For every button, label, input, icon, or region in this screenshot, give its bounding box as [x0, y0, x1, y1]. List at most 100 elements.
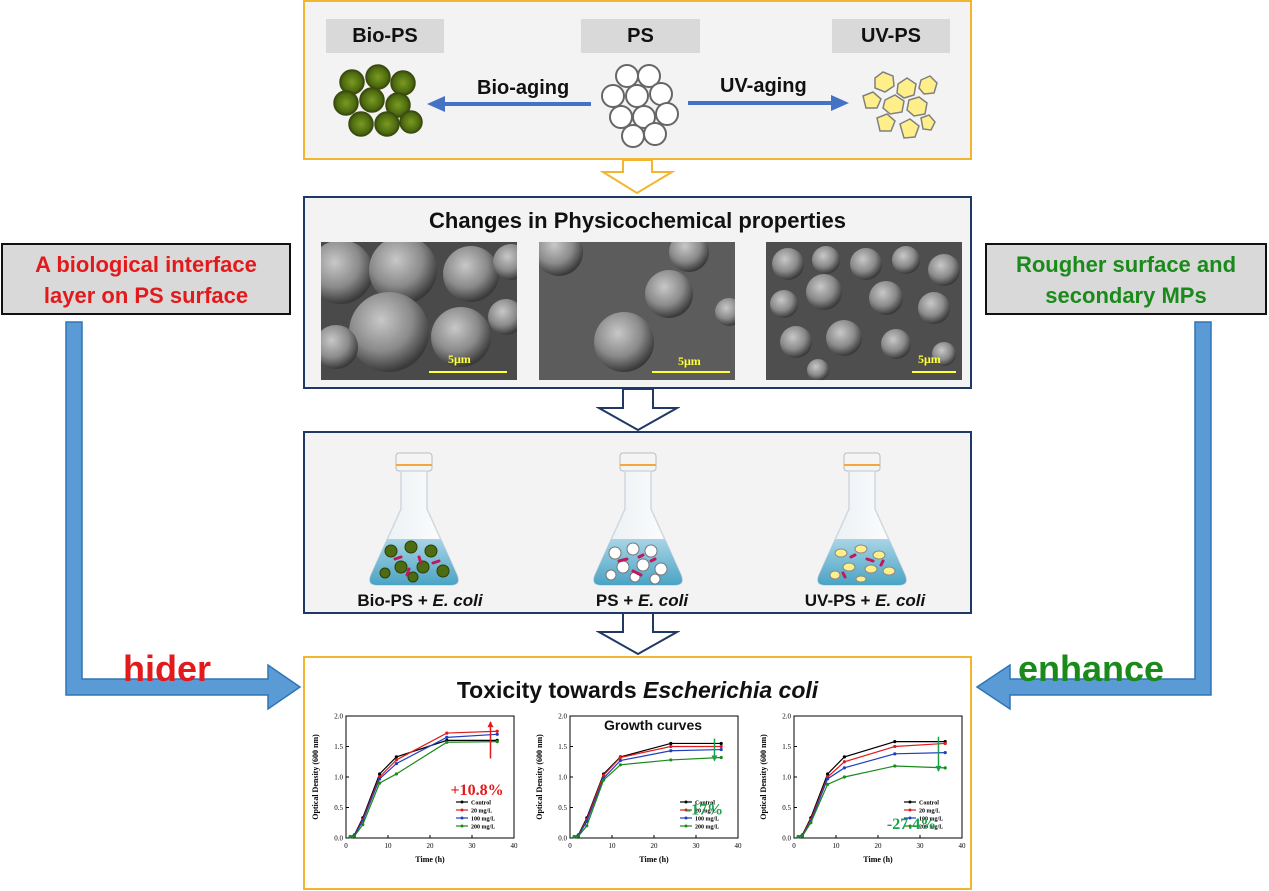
y-tick-label: 1.5	[782, 743, 791, 751]
y-tick-label: 2.0	[558, 713, 567, 721]
x-tick-label: 40	[959, 842, 967, 850]
x-tick-label: 10	[385, 842, 393, 850]
legend-entry: Control	[695, 800, 715, 806]
toxicity-title-prefix: Toxicity towards	[456, 677, 644, 703]
data-point	[618, 758, 622, 763]
data-point	[618, 763, 622, 767]
data-point	[943, 766, 947, 770]
y-axis-label: Optical Density (600 nm)	[535, 734, 544, 820]
hider-label: hider	[123, 648, 212, 689]
x-tick-label: 10	[833, 842, 841, 850]
uv-ps-particles	[862, 71, 938, 139]
uv-ps-label: UV-PS	[832, 19, 950, 53]
flask-label-bio-ps: Bio-PS + E. coli	[340, 591, 500, 611]
x-tick-label: 20	[651, 842, 659, 850]
legend-entry: 100 mg/L	[695, 816, 719, 822]
uv-aging-arrow	[688, 95, 849, 111]
legend-marker	[684, 816, 688, 820]
data-point	[842, 766, 846, 770]
toxicity-title-species: Escherichia coli	[643, 677, 819, 703]
legend-marker	[460, 824, 464, 828]
x-tick-label: 30	[917, 842, 925, 850]
legend-marker	[684, 800, 688, 804]
chevron-arrow-1	[600, 160, 675, 195]
legend-entry: Control	[471, 800, 491, 806]
data-point	[669, 741, 673, 746]
data-point	[495, 740, 499, 744]
legend-marker	[460, 800, 464, 804]
bio-aging-label: Bio-aging	[477, 77, 570, 99]
y-tick-label: 1.5	[334, 743, 343, 751]
y-tick-label: 1.0	[782, 774, 791, 782]
data-point	[602, 778, 606, 782]
y-tick-label: 0.5	[558, 804, 567, 812]
sem-image-ps	[539, 242, 735, 380]
x-tick-label: 0	[568, 842, 572, 850]
data-point	[893, 744, 897, 749]
y-axis-label: Optical Density (600 nm)	[759, 734, 768, 820]
x-tick-label: 0	[344, 842, 348, 850]
data-point	[809, 821, 813, 825]
flask-label-uv-ps-species: E. coli	[875, 591, 926, 610]
bio-ps-label: Bio-PS	[326, 19, 444, 53]
chevron-arrow-3	[596, 612, 680, 656]
flask-ps	[593, 452, 683, 586]
data-point	[576, 834, 580, 838]
x-tick-label: 40	[511, 842, 519, 850]
y-tick-label: 0.0	[558, 835, 567, 843]
y-tick-label: 0.0	[334, 835, 343, 843]
data-point	[445, 740, 449, 744]
change-annotation: -27.4%	[887, 816, 936, 833]
particle-illustrations	[333, 64, 938, 148]
legend-entry: 20 mg/L	[919, 808, 940, 814]
data-point	[719, 744, 723, 749]
x-axis-label: Time (h)	[415, 855, 445, 864]
legend-entry: 100 mg/L	[919, 816, 943, 822]
scale-label-1: 5μm	[448, 352, 471, 366]
x-axis-label: Time (h)	[639, 855, 669, 864]
data-point	[719, 755, 723, 760]
data-point	[445, 735, 449, 739]
growth-curves-title: Growth curves	[604, 717, 703, 733]
bio-aging-arrow	[427, 96, 591, 112]
data-point	[495, 729, 499, 733]
legend-entry: 20 mg/L	[471, 808, 492, 814]
data-point	[378, 777, 382, 781]
y-tick-label: 1.0	[334, 774, 343, 782]
data-point	[394, 758, 398, 762]
x-tick-label: 20	[427, 842, 435, 850]
scale-label-3: 5μm	[918, 352, 941, 366]
left-mechanism-line2: layer on PS surface	[43, 283, 249, 308]
flask-uv-ps	[817, 452, 907, 586]
legend-marker	[684, 824, 688, 828]
chevron-arrow-2	[596, 388, 680, 432]
left-mechanism-box: A biological interface layer on PS surfa…	[1, 243, 291, 315]
data-point	[445, 731, 449, 735]
data-point	[842, 775, 846, 779]
y-tick-label: 0.0	[782, 835, 791, 843]
y-axis-label: Optical Density (600 nm)	[311, 734, 320, 820]
legend-marker	[908, 816, 912, 820]
data-point	[893, 740, 897, 744]
data-point	[669, 758, 673, 762]
data-point	[602, 773, 606, 777]
data-point	[800, 834, 804, 838]
data-point	[394, 772, 398, 776]
data-point	[943, 741, 947, 746]
change-arrowhead	[487, 721, 494, 728]
legend-marker	[460, 808, 464, 812]
x-tick-label: 0	[792, 842, 796, 850]
data-point	[719, 741, 723, 746]
ps-label: PS	[581, 19, 700, 53]
flask-label-uv-ps-text: UV-PS +	[804, 591, 876, 610]
change-arrowhead	[711, 755, 718, 762]
flask-illustrations	[369, 452, 907, 586]
data-point	[394, 761, 398, 766]
data-point	[361, 822, 365, 827]
y-tick-label: 2.0	[782, 713, 791, 721]
flask-label-ps: PS + E. coli	[572, 591, 712, 611]
change-arrowhead	[935, 765, 942, 772]
